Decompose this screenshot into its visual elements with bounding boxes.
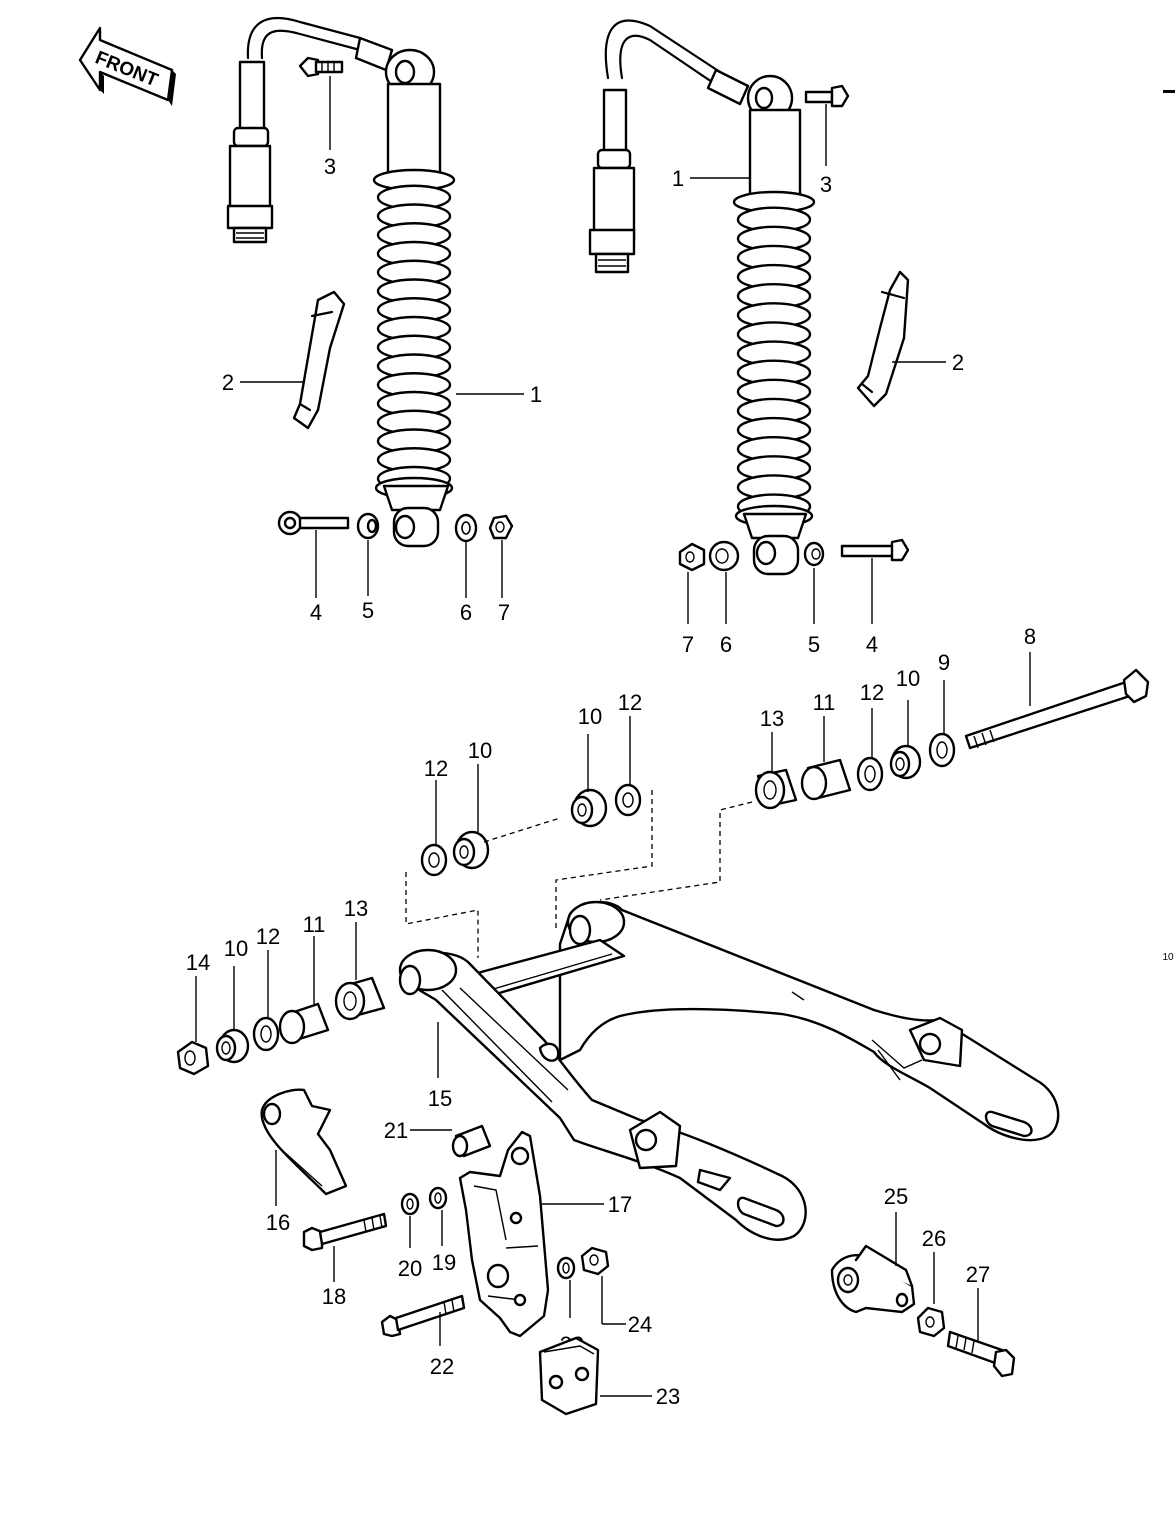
left-top-bolt-icon [298, 56, 344, 78]
upper-right-cap-icon [889, 744, 922, 780]
upper-right-sleeve-icon [754, 768, 798, 810]
guide-block-icon [538, 1336, 600, 1416]
upper-right-bushing-icon [800, 758, 852, 801]
right-top-bolt-icon [804, 84, 850, 108]
callout-21: 21 [384, 1118, 408, 1143]
upper-left-washer-b-icon [420, 843, 448, 877]
right-nut-icon [678, 542, 706, 572]
callout-27: 27 [966, 1262, 990, 1287]
right-washer-icon [708, 540, 740, 572]
upper-right-washer-icon [856, 756, 884, 792]
guide-nut-icon [580, 1246, 610, 1276]
torque-bracket [830, 1244, 916, 1314]
left-collar-icon [356, 512, 380, 540]
chain-guide [458, 1130, 550, 1338]
chain-guard [260, 1088, 348, 1196]
right-collar-icon [803, 541, 825, 567]
front-arrow-icon: FRONT [78, 26, 176, 106]
callout-13-upper: 13 [760, 706, 784, 731]
corner-mark: 10 [1162, 952, 1174, 963]
callout-9: 9 [938, 650, 950, 675]
callout-19: 19 [432, 1250, 456, 1275]
callout-17: 17 [608, 1192, 632, 1217]
callout-8: 8 [1024, 624, 1036, 649]
left-shock-absorber [226, 17, 456, 548]
upper-left-washer-a-icon [614, 783, 642, 817]
callout-12-left: 12 [256, 924, 280, 949]
callout-20-a: 20 [398, 1256, 422, 1281]
right-shock-boot [856, 270, 910, 408]
callout-26: 26 [922, 1226, 946, 1251]
left-pivot-cap-icon [215, 1028, 250, 1064]
callout-12-upper-b: 12 [424, 756, 448, 781]
callout-4-right: 4 [866, 632, 878, 657]
bracket-bolt-icon [946, 1330, 1016, 1378]
callout-12-upper-a: 12 [618, 690, 642, 715]
left-lower-bolt-icon [277, 510, 350, 536]
callout-25: 25 [884, 1184, 908, 1209]
swingarm [398, 900, 1060, 1241]
callout-18: 18 [322, 1284, 346, 1309]
lock-washer-b-icon [556, 1256, 576, 1280]
callout-1-left: 1 [530, 382, 542, 407]
edge-mark [1163, 90, 1175, 93]
callout-5-right: 5 [808, 632, 820, 657]
callout-12-upper-right: 12 [860, 680, 884, 705]
callout-10-left: 10 [224, 936, 248, 961]
callout-7-left: 7 [498, 600, 510, 625]
upper-left-cap-b-icon [452, 830, 490, 870]
callout-6-right: 6 [720, 632, 732, 657]
left-pivot-bushing-icon [278, 1002, 330, 1045]
callout-3-right: 3 [820, 172, 832, 197]
guide-collar-icon [451, 1124, 492, 1158]
callout-1-right: 1 [672, 166, 684, 191]
guide-bolt-long-icon [302, 1212, 388, 1252]
callout-10-upper-a: 10 [578, 704, 602, 729]
callout-2-right: 2 [952, 350, 964, 375]
left-shock-boot [292, 290, 346, 430]
callout-16: 16 [266, 1210, 290, 1235]
callout-5-left: 5 [362, 598, 374, 623]
callout-15: 15 [428, 1086, 452, 1111]
callout-11-upper: 11 [813, 690, 836, 715]
callout-2-left: 2 [222, 370, 234, 395]
pivot-shaft [964, 668, 1150, 750]
callout-10-upper-right: 10 [896, 666, 920, 691]
left-pivot-sleeve-icon [334, 976, 386, 1021]
shaft-washer-icon [928, 732, 956, 768]
left-pivot-nut-icon [176, 1040, 210, 1076]
callout-4-left: 4 [310, 600, 322, 625]
guide-washer-icon [428, 1186, 448, 1210]
right-shock-absorber [588, 19, 816, 576]
upper-left-cap-a-icon [570, 788, 608, 828]
left-pivot-washer-icon [252, 1016, 280, 1052]
callout-3-left: 3 [324, 154, 336, 179]
callout-22: 22 [430, 1354, 454, 1379]
right-lower-bolt-icon [840, 538, 910, 562]
lock-washer-a-icon [400, 1192, 420, 1216]
bracket-nut-icon [916, 1306, 946, 1338]
callout-11-left: 11 [303, 912, 326, 937]
callout-23: 23 [656, 1384, 680, 1409]
callout-24: 24 [628, 1312, 652, 1337]
callout-14: 14 [186, 950, 210, 975]
left-washer-icon [454, 513, 478, 543]
left-nut-icon [488, 514, 514, 540]
callout-6-left: 6 [460, 600, 472, 625]
callout-10-upper-b: 10 [468, 738, 492, 763]
guide-bolt-icon [380, 1294, 466, 1338]
callout-7-right: 7 [682, 632, 694, 657]
callout-13-left: 13 [344, 896, 368, 921]
